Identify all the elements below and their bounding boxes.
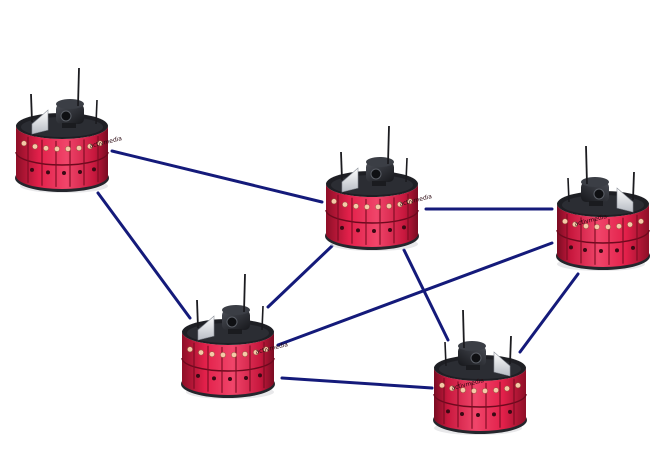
robot-2: activmedia: [325, 125, 433, 251]
robot-body: [182, 332, 274, 395]
antenna: [462, 309, 465, 349]
antenna: [387, 125, 390, 165]
antenna: [95, 99, 98, 125]
link-robot-2-robot-4: [266, 244, 334, 309]
robot-side-panel: [341, 167, 359, 193]
antenna: [261, 305, 264, 331]
robot-3: activmedia: [556, 145, 650, 271]
robot-side-panel: [493, 351, 511, 377]
robot-1: activmedia: [15, 67, 123, 193]
camera-lens-icon: [470, 352, 482, 364]
robot-side-panel: [31, 109, 49, 135]
camera-lens-icon: [593, 188, 605, 200]
antenna: [77, 67, 80, 107]
antenna: [196, 299, 199, 329]
camera-lens-icon: [226, 316, 238, 328]
robot-body: [16, 126, 108, 189]
antenna: [585, 145, 588, 185]
antenna: [509, 335, 512, 365]
robot-side-panel: [616, 187, 634, 213]
link-robot-2-robot-5: [402, 248, 450, 342]
robot-4: activmedia: [181, 273, 289, 399]
camera-lens-icon: [60, 110, 72, 122]
link-robot-1-robot-2: [110, 149, 324, 204]
robot-body: [557, 204, 649, 267]
links-layer: [96, 149, 580, 390]
robot-side-panel: [197, 315, 215, 341]
link-robot-4-robot-5: [280, 376, 434, 390]
antenna: [567, 177, 570, 203]
antenna: [30, 93, 33, 123]
antenna: [405, 157, 408, 183]
link-robot-3-robot-4: [276, 241, 554, 347]
robot-body: [434, 368, 526, 431]
robot-5: activmedia: [433, 309, 527, 435]
robot-body: [326, 184, 418, 247]
antenna: [444, 341, 447, 367]
antenna: [243, 273, 246, 313]
antenna: [632, 171, 635, 201]
antenna: [340, 151, 343, 181]
camera-lens-icon: [370, 168, 382, 180]
link-robot-3-robot-5: [518, 272, 580, 354]
link-robot-1-robot-4: [96, 191, 192, 320]
